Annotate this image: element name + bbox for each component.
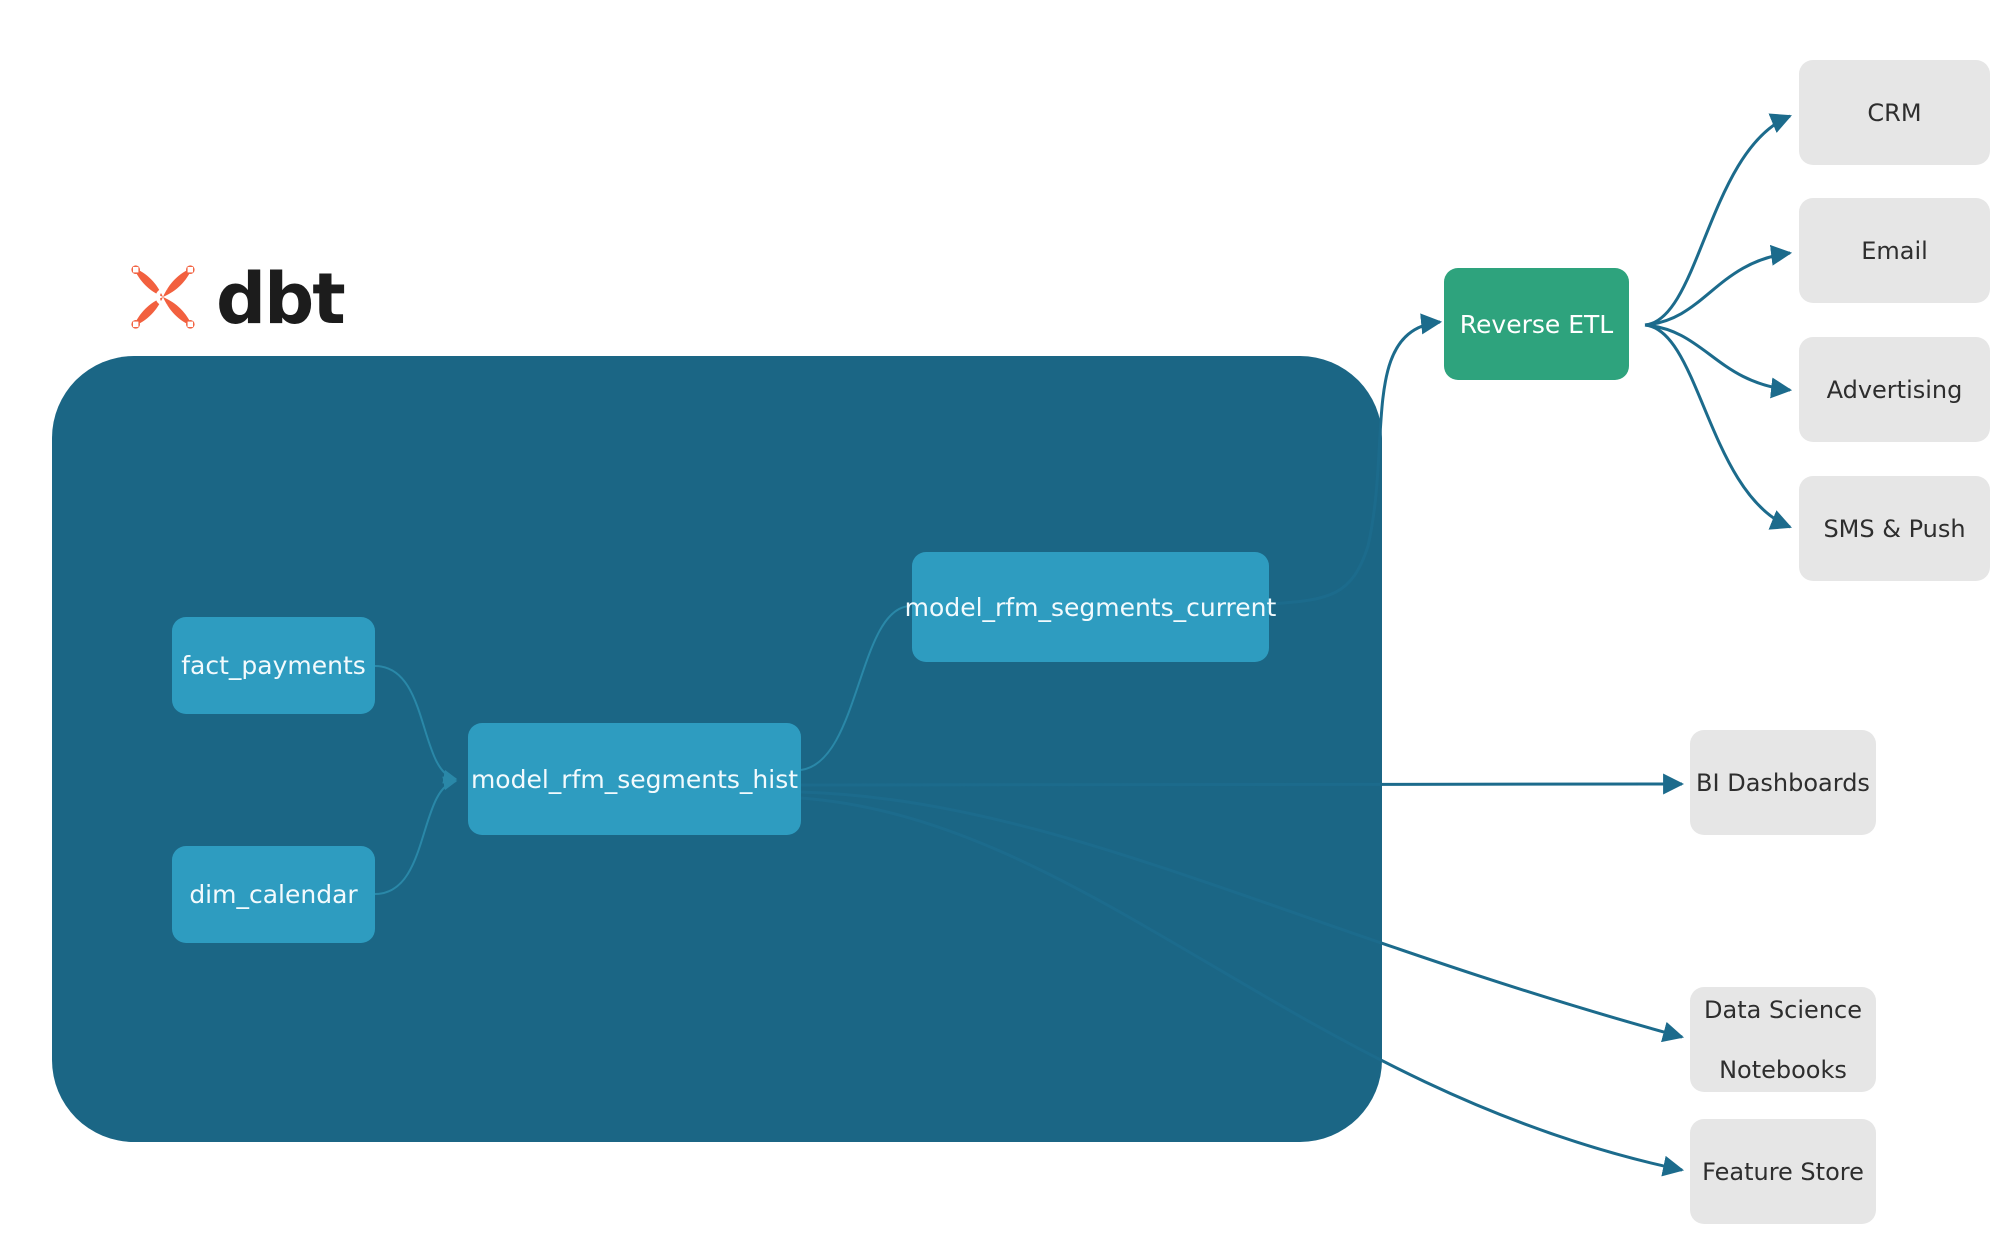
sink-node-crm-rect[interactable] [1799, 60, 1990, 165]
sink-node-bi_dashboards-rect[interactable] [1690, 730, 1876, 835]
edge-reverse-etl-to-sms-push [1644, 323, 1792, 530]
sink-node-email-label[interactable]: Email [1861, 236, 1928, 265]
edge-reverse-etl-to-email [1644, 244, 1793, 327]
model-node-model_rfm_segments_current-label[interactable]: model_rfm_segments_current [904, 592, 1277, 622]
edge-current-to-reverse-etl [1269, 313, 1443, 606]
sink-node-bi_dashboards-label[interactable]: BI Dashboards [1696, 768, 1870, 797]
sink-node-data_science_notebooks-label-line: Data Science [1704, 995, 1862, 1024]
nodes-layer [172, 60, 1990, 1224]
sink-node-feature_store-rect[interactable] [1690, 1119, 1876, 1224]
sink-node-sms_push-label[interactable]: SMS & Push [1823, 514, 1966, 543]
dbt-logo-icon [131, 265, 195, 329]
dbt-wordmark: dbt [216, 258, 346, 340]
sink-node-data_science_notebooks-label-line: Notebooks [1719, 1055, 1847, 1084]
sink-node-data_science_notebooks-rect[interactable] [1690, 987, 1876, 1092]
dbt-logo: dbt [124, 258, 346, 340]
model-node-model_rfm_segments_current-rect[interactable] [912, 552, 1269, 662]
edge-hist-to-data-science-notebooks [800, 790, 1685, 1043]
edge-reverse-etl-to-crm [1644, 113, 1792, 327]
model-node-model_rfm_segments_hist-label[interactable]: model_rfm_segments_hist [470, 764, 799, 794]
sink-node-email-rect[interactable] [1799, 198, 1990, 303]
edge-dim-calendar-to-hist [374, 776, 458, 895]
model-node-fact_payments-rect[interactable] [172, 617, 375, 714]
edge-reverse-etl-to-advertising [1644, 323, 1793, 399]
edge-hist-to-bi-dashboards [800, 773, 1685, 795]
sink-node-advertising-label[interactable]: Advertising [1826, 375, 1963, 404]
model-node-dim_calendar-label[interactable]: dim_calendar [189, 880, 358, 909]
model-node-dim_calendar-rect[interactable] [172, 846, 375, 943]
edge-fact-payments-to-hist [374, 665, 458, 784]
edges-layer [374, 113, 1793, 1177]
sink-node-feature_store-label[interactable]: Feature Store [1702, 1157, 1864, 1186]
sink-node-crm-label[interactable]: CRM [1867, 98, 1922, 127]
sink-node-advertising-rect[interactable] [1799, 337, 1990, 442]
model-node-model_rfm_segments_hist-rect[interactable] [468, 723, 801, 835]
sink-node-sms_push-rect[interactable] [1799, 476, 1990, 581]
reverse-etl-node-label[interactable]: Reverse ETL [1459, 309, 1614, 339]
reverse-etl-node-rect[interactable] [1444, 268, 1629, 380]
edge-hist-to-feature-store [800, 796, 1685, 1177]
edge-hist-to-current [800, 605, 911, 771]
model-node-fact_payments-label[interactable]: fact_payments [181, 651, 366, 680]
